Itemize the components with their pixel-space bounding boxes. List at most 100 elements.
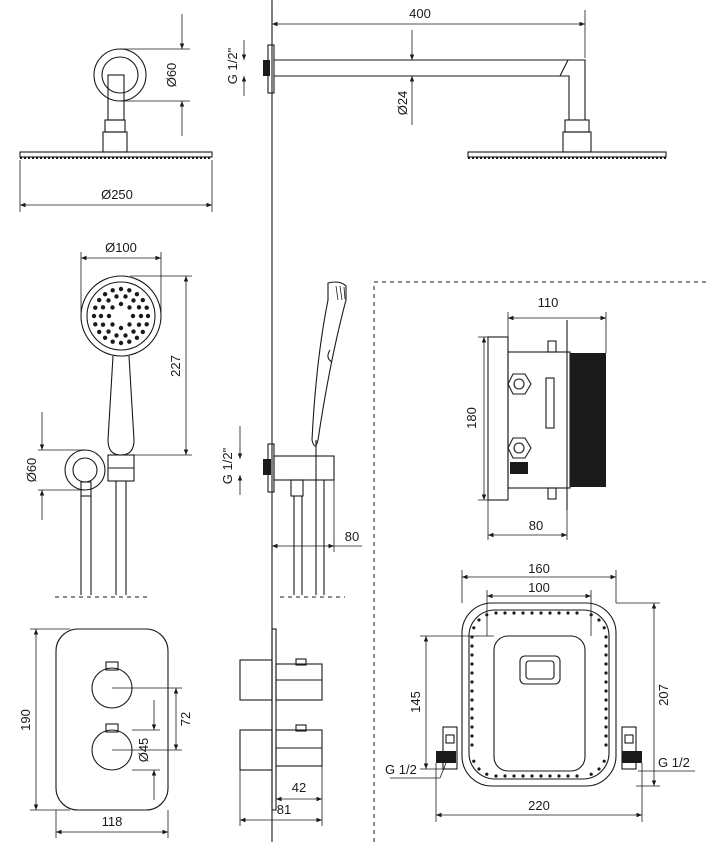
frame-dot	[566, 611, 570, 615]
nozzle-dot	[140, 329, 145, 335]
nozzle-dot	[127, 322, 132, 327]
nozzle-dot	[123, 333, 128, 338]
nozzle-dot	[100, 305, 106, 310]
label-holder-depth: 80	[345, 529, 359, 544]
frame-dot	[470, 689, 474, 693]
frame-dot	[470, 716, 474, 720]
hand-shower-side-view	[237, 281, 362, 598]
frame-dot	[557, 611, 561, 615]
nozzle-dot	[118, 286, 124, 292]
frame-dot	[604, 635, 608, 639]
label-frame-inner: 100	[528, 580, 550, 595]
frame-dot	[477, 618, 481, 622]
hand-shower-front-view	[38, 252, 192, 598]
frame-dot	[604, 653, 608, 657]
label-thread-left: G 1/2	[385, 762, 417, 777]
label-thread-top: G 1/2"	[225, 47, 240, 84]
frame-dot	[470, 671, 474, 675]
frame-dot	[470, 698, 474, 702]
frame-dot	[602, 626, 606, 630]
frame-dot	[470, 734, 474, 738]
nozzle-dot	[131, 329, 136, 334]
nozzle-dot	[131, 298, 136, 303]
nozzle-dot	[110, 305, 115, 310]
nozzle-dot	[144, 305, 149, 310]
label-frame-h-inner: 145	[408, 691, 423, 713]
frame-dot	[494, 611, 498, 615]
frame-dot	[548, 611, 552, 615]
frame-dot	[470, 653, 474, 657]
frame-dot	[470, 707, 474, 711]
label-holder-dia: Ø60	[24, 458, 39, 483]
nozzle-dot	[138, 313, 144, 319]
nozzle-dot	[110, 339, 115, 344]
frame-dot	[521, 774, 525, 778]
nozzle-dot	[127, 305, 132, 310]
nozzle-dot	[100, 322, 106, 327]
label-head-dia: Ø250	[101, 187, 133, 202]
frame-dot	[539, 611, 543, 615]
label-frame-width: 220	[528, 798, 550, 813]
nozzle-dot	[140, 297, 145, 303]
install-frame-front-view	[390, 570, 695, 822]
label-arm-dia: Ø24	[395, 91, 410, 116]
frame-dot	[604, 725, 608, 729]
nozzle-dot	[145, 313, 151, 319]
label-box-depth: 80	[529, 518, 543, 533]
nozzle-dot	[93, 322, 98, 327]
install-box-side-view	[478, 312, 607, 540]
nozzle-dot	[106, 329, 111, 334]
nozzle-dot	[134, 335, 140, 340]
nozzle-dot	[114, 333, 119, 338]
label-thread-right: G 1/2	[658, 755, 690, 770]
nozzle-dot	[97, 297, 102, 303]
frame-dot	[470, 743, 474, 747]
frame-dot	[530, 774, 534, 778]
frame-dot	[512, 774, 516, 778]
nozzle-dot	[97, 329, 102, 335]
frame-dot	[557, 774, 561, 778]
thermostat-plate-front-view	[30, 628, 182, 838]
nozzle-dot	[136, 305, 142, 310]
nozzle-dot	[102, 292, 108, 297]
frame-dot	[472, 626, 476, 630]
shower-arm-side-view	[263, 10, 667, 159]
frame-dot	[530, 611, 534, 615]
frame-dot	[566, 774, 570, 778]
frame-dot	[604, 644, 608, 648]
frame-dot	[604, 707, 608, 711]
frame-dot	[539, 774, 543, 778]
frame-dot	[503, 611, 507, 615]
frame-dot	[589, 772, 593, 776]
frame-dot	[470, 680, 474, 684]
nozzle-dot	[144, 322, 149, 327]
frame-dot	[503, 774, 507, 778]
frame-dot	[604, 680, 608, 684]
label-hand-len: 227	[168, 355, 183, 377]
frame-dot	[470, 644, 474, 648]
frame-dot	[604, 734, 608, 738]
nozzle-dot	[93, 305, 98, 310]
frame-dot	[512, 611, 516, 615]
frame-dot	[472, 759, 476, 763]
frame-dot	[597, 767, 601, 771]
frame-dot	[470, 662, 474, 666]
frame-dot	[604, 662, 608, 666]
frame-dot	[604, 743, 608, 747]
nozzle-dot	[114, 294, 119, 299]
section-boundary	[373, 281, 708, 842]
nozzle-dot	[127, 288, 132, 293]
frame-dot	[470, 725, 474, 729]
label-plate-width: 118	[102, 814, 123, 829]
label-knob-spacing: 72	[178, 712, 193, 726]
nozzle-dot	[118, 301, 124, 307]
nozzle-dot	[130, 313, 136, 319]
label-frame-h-outer: 207	[656, 684, 671, 706]
frame-dot	[597, 618, 601, 622]
nozzle-dot	[118, 325, 124, 331]
thermostat-side-view	[239, 628, 323, 826]
nozzle-dot	[110, 322, 115, 327]
frame-dot	[575, 611, 579, 615]
nozzle-dot	[110, 288, 115, 293]
